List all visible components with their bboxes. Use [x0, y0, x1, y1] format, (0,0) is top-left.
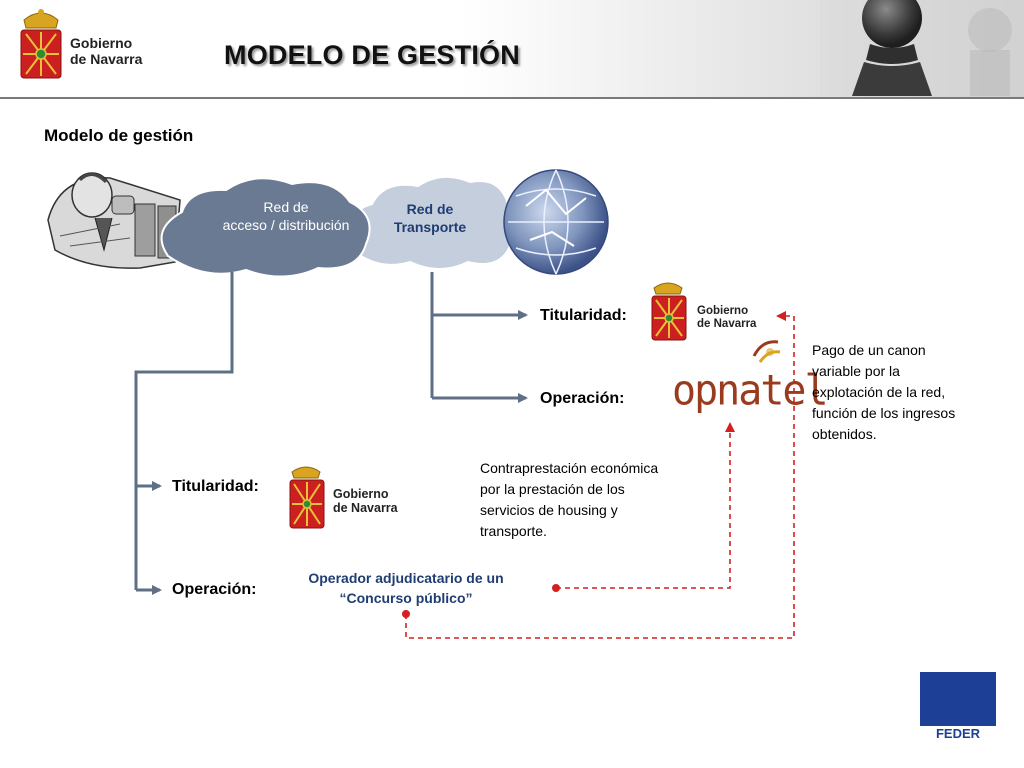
canon-note: Pago de un canon variable por la explota… [812, 340, 988, 445]
header-brand-line1: Gobierno [70, 35, 133, 51]
transport-titularidad-label: Titularidad: [540, 307, 627, 324]
canon-line: obtenidos. [812, 426, 877, 442]
section-title: Modelo de gestión [44, 126, 194, 145]
canon-payment-arrow [402, 311, 795, 639]
canon-line: variable por la [812, 363, 900, 379]
operator-line2: “Concurso público” [339, 590, 473, 607]
transport-cloud-line1: Red de [406, 201, 454, 217]
navarra-coat-of-arms-icon [289, 466, 325, 529]
transport-cloud-line2: Transporte [393, 218, 467, 235]
opnatel-swirl-icon [752, 340, 781, 363]
navarra-coat-of-arms-icon [20, 9, 62, 79]
access-titularidad-brand: Gobierno de Navarra [333, 487, 398, 515]
access-network-cloud [160, 177, 371, 278]
eu-flag [920, 672, 996, 726]
chess-pawn-icon [820, 0, 1024, 96]
contraprestacion-arrow [552, 422, 735, 592]
business-people-icon [47, 172, 181, 269]
contraprestacion-note: Contraprestación económica por la presta… [480, 458, 706, 542]
transport-operacion-label: Operación: [540, 390, 625, 407]
contraprestacion-line: por la prestación de los [480, 481, 625, 497]
globe-network-icon [503, 169, 609, 275]
transport-cloud-label: Red de Transporte [380, 201, 480, 236]
header-brand: Gobierno de Navarra [70, 35, 143, 67]
access-cloud-line2: acceso / distribución [222, 216, 350, 233]
access-cloud-label: Red de acceso / distribución [196, 199, 376, 234]
access-brand-line1: Gobierno [333, 487, 389, 501]
header-band [0, 0, 1024, 98]
transport-brand-line1: Gobierno [697, 305, 749, 317]
operator-text: Operador adjudicatario de un “Concurso p… [284, 568, 528, 609]
transport-brand-line2: de Navarra [697, 317, 757, 330]
operator-line1: Operador adjudicatario de un [308, 570, 504, 586]
access-brand-line2: de Navarra [333, 501, 398, 515]
contraprestacion-line: servicios de housing y [480, 502, 618, 518]
access-titularidad-label: Titularidad: [172, 478, 259, 495]
contraprestacion-line: Contraprestación económica [480, 460, 659, 476]
navarra-coat-of-arms-icon [651, 282, 687, 341]
header-rule [0, 97, 1024, 99]
page-title: MODELO DE GESTIÓN [224, 40, 520, 70]
contraprestacion-line: transporte. [480, 523, 547, 539]
access-operacion-label: Operación: [172, 581, 257, 598]
transport-branch-connectors [430, 272, 528, 403]
canon-line: función de los ingresos [812, 405, 956, 421]
access-branch-connectors [134, 272, 234, 595]
header-brand-line2: de Navarra [70, 50, 143, 67]
transport-titularidad-brand: Gobierno de Navarra [697, 305, 756, 331]
access-cloud-line1: Red de [263, 199, 309, 215]
canon-line: Pago de un canon [812, 342, 926, 358]
feder-label: FEDER [935, 726, 981, 741]
opnatel-logo: opnatel [672, 366, 829, 416]
canon-line: explotación de la red, [812, 384, 946, 400]
